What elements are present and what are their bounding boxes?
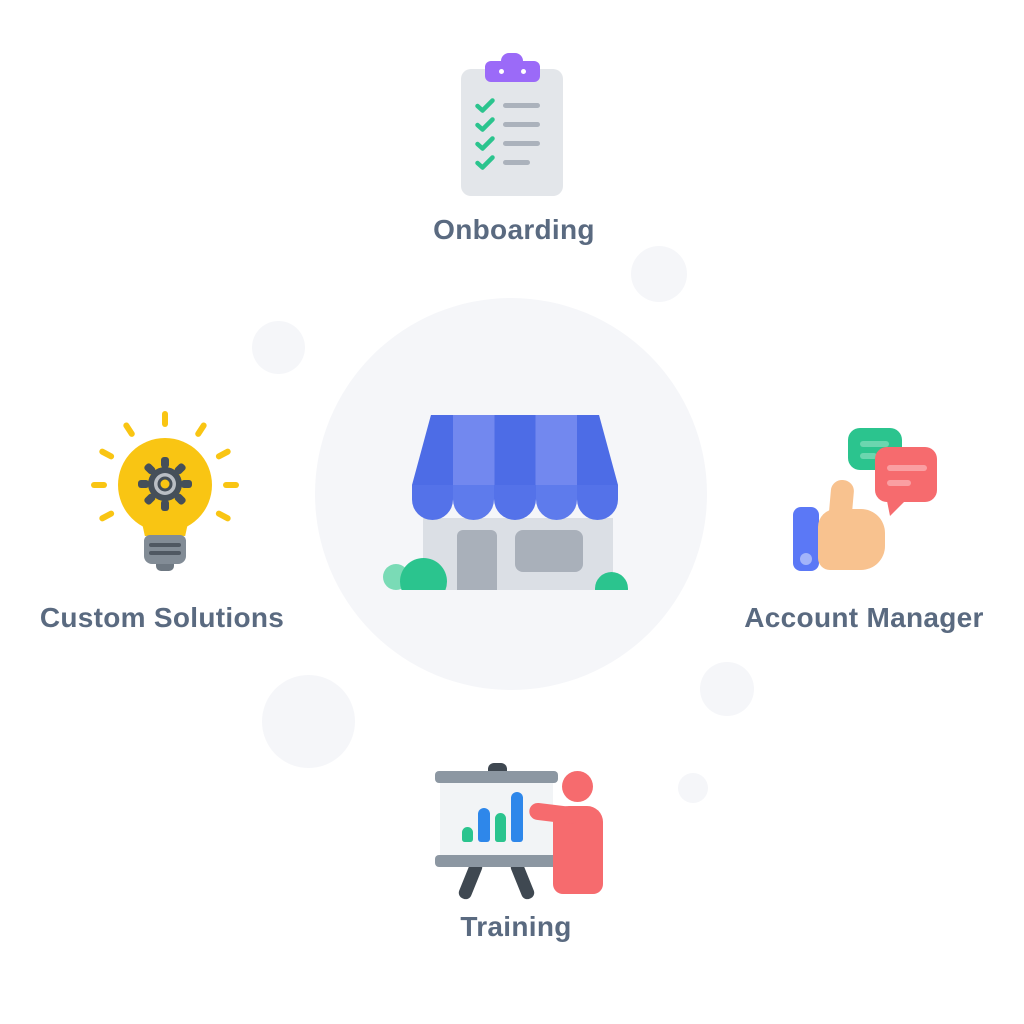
checklist-line xyxy=(503,121,540,127)
light-ray xyxy=(214,447,232,461)
light-ray xyxy=(223,482,239,488)
check-icon xyxy=(475,97,495,113)
bush-icon xyxy=(595,572,628,590)
decorative-circle xyxy=(262,675,355,768)
board-frame-bottom xyxy=(435,855,558,867)
feature-label-account-manager: Account Manager xyxy=(744,602,984,633)
bulb-base-line xyxy=(149,543,181,547)
feature-label-training: Training xyxy=(460,911,572,942)
decorative-circle xyxy=(631,246,687,302)
bulb-base-line xyxy=(149,551,181,555)
chat-text-line xyxy=(860,453,877,459)
light-ray xyxy=(194,421,208,438)
light-ray xyxy=(98,509,116,523)
bulb-tip xyxy=(156,564,174,571)
checklist-line xyxy=(503,159,530,165)
store-door xyxy=(457,530,497,590)
clipboard-body xyxy=(461,69,563,196)
chart-bar xyxy=(478,808,490,842)
chat-text-line xyxy=(887,480,911,486)
checklist xyxy=(475,97,540,170)
chat-bubble-tail xyxy=(887,501,905,516)
decorative-circle xyxy=(700,662,754,716)
cuff-button xyxy=(800,553,812,565)
light-ray xyxy=(162,411,168,427)
decorative-circle xyxy=(678,773,708,803)
checklist-row xyxy=(475,97,540,113)
feature-label-custom-solutions: Custom Solutions xyxy=(39,602,285,633)
chart-bar xyxy=(511,792,523,842)
store-window xyxy=(515,530,583,572)
thumbs-up-chat-icon xyxy=(790,425,945,575)
feature-label-onboarding: Onboarding xyxy=(433,214,595,245)
board-frame-top xyxy=(435,771,558,783)
store-awning xyxy=(412,415,618,520)
presentation-trainer-icon xyxy=(430,755,615,901)
gear-icon xyxy=(138,457,192,511)
chat-bubble-red xyxy=(875,447,937,502)
bulb-base xyxy=(144,535,186,564)
light-ray xyxy=(122,421,136,438)
checklist-row xyxy=(475,135,540,151)
check-icon xyxy=(475,116,495,132)
light-ray xyxy=(214,509,232,523)
awning-scallops xyxy=(412,485,618,520)
clip-rivet xyxy=(521,69,526,74)
checklist-row xyxy=(475,154,540,170)
center-circle xyxy=(315,298,707,690)
trainer-head xyxy=(562,771,593,802)
checklist-row xyxy=(475,116,540,132)
storefront-icon xyxy=(383,415,628,590)
clipboard-clip xyxy=(485,61,540,82)
lightbulb-gear-icon xyxy=(85,410,245,575)
bush-icon xyxy=(400,558,447,590)
storefront-ground xyxy=(383,415,628,590)
chart-bar xyxy=(495,813,506,842)
clip-rivet xyxy=(499,69,504,74)
chat-text-line xyxy=(887,465,927,471)
chart-bar xyxy=(462,827,473,842)
awning-stripes xyxy=(412,415,618,485)
light-ray xyxy=(98,447,116,461)
chat-text-line xyxy=(860,441,889,447)
checklist-line xyxy=(503,140,540,146)
decorative-circle xyxy=(252,321,305,374)
checklist-line xyxy=(503,102,540,108)
light-ray xyxy=(91,482,107,488)
check-icon xyxy=(475,135,495,151)
hand-palm xyxy=(818,509,885,570)
clipboard-checklist-icon xyxy=(455,50,569,200)
check-icon xyxy=(475,154,495,170)
